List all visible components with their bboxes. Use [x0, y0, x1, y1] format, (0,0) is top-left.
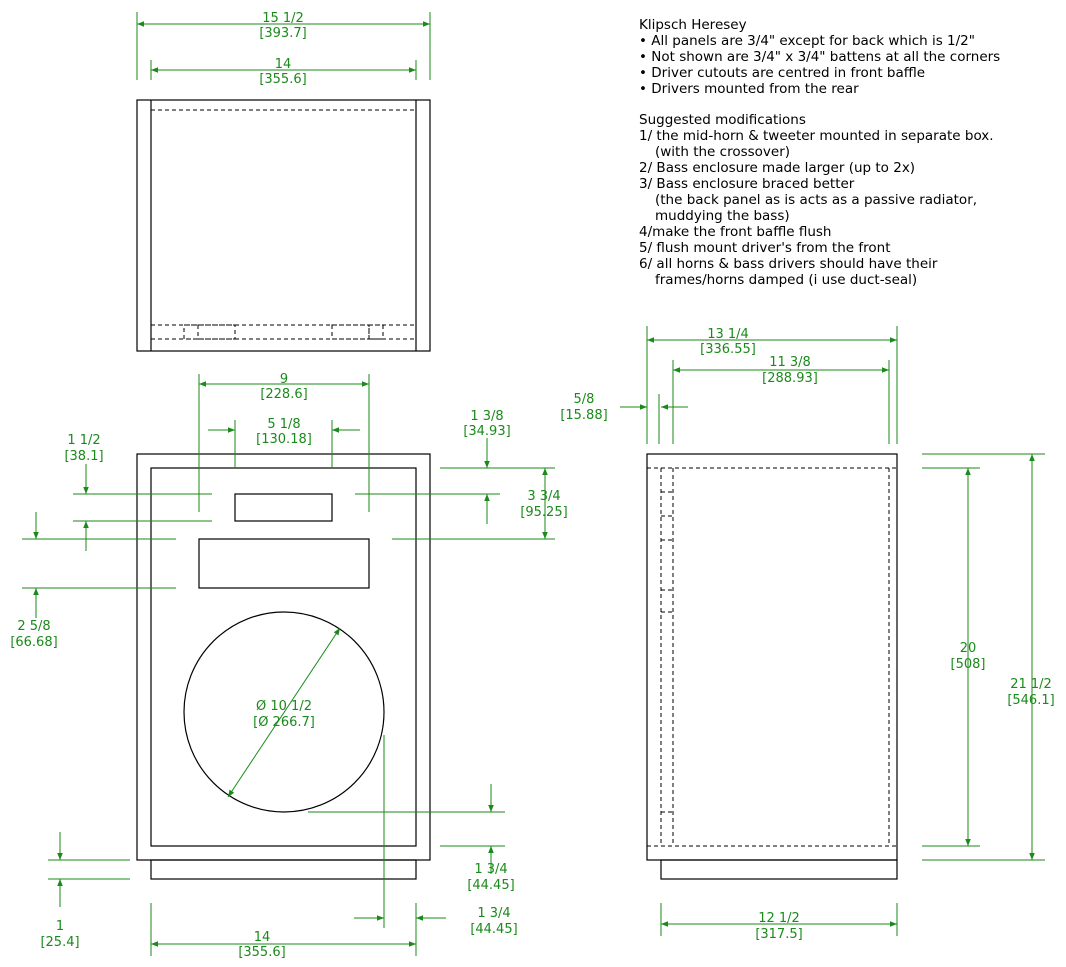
dim-label: 3 3/4: [527, 489, 560, 504]
dim-label: [66.68]: [10, 635, 57, 650]
dim-label: [355.6]: [238, 945, 285, 960]
front-baffle-outline: [136, 453, 431, 861]
dim-label: 20: [960, 641, 977, 656]
front-view: [136, 453, 431, 880]
note-bullet: • All panels are 3/4" except for back wh…: [639, 33, 975, 49]
dimension-labels: 15 1/2 [393.7] 14 [355.6] 9 [228.6] 5 1/…: [10, 11, 1054, 960]
dim-label: [44.45]: [470, 922, 517, 937]
dim-label: [355.6]: [259, 72, 306, 87]
dim-label: 13 1/4: [707, 327, 749, 342]
mod-line: (the back panel as is acts as a passive …: [655, 192, 978, 208]
note-bullet: • Drivers mounted from the rear: [639, 81, 859, 97]
dim-label: 1 3/4: [477, 906, 510, 921]
dim-label: 14: [275, 57, 292, 72]
dim-label: [130.18]: [256, 432, 312, 447]
dim-label: [34.93]: [463, 424, 510, 439]
base-plinth: [150, 859, 417, 880]
notes-title: Klipsch Heresey: [639, 17, 747, 33]
mod-line: 5/ flush mount driver's from the front: [639, 240, 891, 256]
dim-label: [25.4]: [40, 935, 79, 950]
mod-line: (with the crossover): [655, 144, 791, 160]
dim-label: [228.6]: [260, 387, 307, 402]
side-view-outline: [646, 453, 898, 861]
dim-label: [336.55]: [700, 342, 756, 357]
dim-label: [317.5]: [755, 927, 802, 942]
dim-label: [546.1]: [1007, 693, 1054, 708]
dim-label: 1 3/8: [470, 409, 503, 424]
mod-line: 2/ Bass enclosure made larger (up to 2x): [639, 160, 916, 176]
side-base-plinth: [660, 859, 898, 880]
dim-label: [44.45]: [467, 878, 514, 893]
dim-label: 15 1/2: [262, 11, 304, 26]
dim-label: 11 3/8: [769, 355, 811, 370]
dim-label: [288.93]: [762, 371, 818, 386]
dim-label: [Ø 266.7]: [253, 715, 315, 730]
top-view: [136, 99, 431, 352]
tweeter-cutout: [234, 493, 333, 522]
dim-label: 12 1/2: [758, 911, 800, 926]
dim-label: 9: [280, 372, 288, 387]
mod-line: 1/ the mid-horn & tweeter mounted in sep…: [639, 128, 994, 144]
dim-label: [508]: [951, 657, 986, 672]
side-view: [646, 453, 898, 880]
dim-label: 2 5/8: [17, 619, 50, 634]
dim-label: 1 3/4: [474, 862, 507, 877]
dim-label: [393.7]: [259, 26, 306, 41]
dim-label: [15.88]: [560, 408, 607, 423]
dim-label: [38.1]: [64, 449, 103, 464]
mod-line: 6/ all horns & bass drivers should have …: [639, 256, 938, 272]
dim-label: 1: [56, 919, 64, 934]
mods-title: Suggested modifications: [639, 112, 806, 128]
notes-block: Klipsch Heresey • All panels are 3/4" ex…: [639, 17, 1059, 288]
dim-label: 5 1/8: [267, 417, 300, 432]
note-bullet: • Driver cutouts are centred in front ba…: [639, 65, 926, 81]
woofer-cutout: [183, 611, 385, 813]
dim-label: Ø 10 1/2: [256, 699, 312, 714]
mod-line: 4/make the front baffle flush: [639, 224, 832, 240]
dim-label: 21 1/2: [1010, 677, 1052, 692]
front-inner-frame: [150, 467, 417, 847]
dim-label: 1 1/2: [67, 433, 100, 448]
note-bullet: • Not shown are 3/4" x 3/4" battens at a…: [639, 49, 1001, 65]
top-view-outline: [136, 99, 431, 352]
mod-line: muddying the bass): [655, 208, 790, 224]
dim-label: 5/8: [574, 392, 595, 407]
dim-label: 14: [254, 930, 271, 945]
dim-label: [95.25]: [520, 505, 567, 520]
dimensions: [22, 12, 1045, 956]
mod-line: 3/ Bass enclosure braced better: [639, 176, 855, 192]
midhorn-cutout: [198, 538, 370, 589]
mod-line: frames/horns damped (i use duct-seal): [655, 272, 918, 288]
